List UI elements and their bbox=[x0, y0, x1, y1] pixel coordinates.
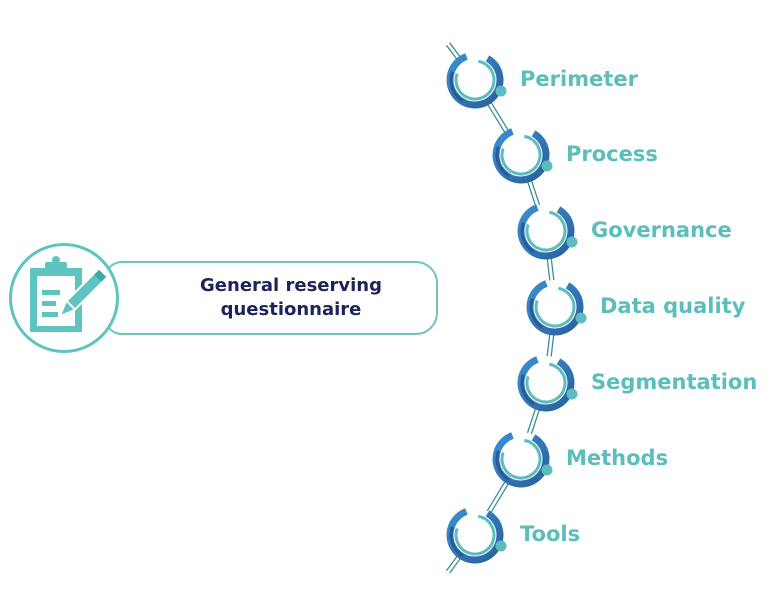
ring-shadow-arc bbox=[449, 71, 464, 103]
ring-inner-arc bbox=[500, 438, 542, 480]
ring-outer-arc bbox=[526, 280, 584, 336]
ring-dot bbox=[541, 160, 553, 172]
step-label-tools: Tools bbox=[520, 522, 581, 546]
ring-inner-arc bbox=[525, 362, 567, 404]
ring-shadow-arc bbox=[520, 222, 535, 254]
ring-shadow-arc bbox=[520, 374, 535, 406]
ring-shadow-arc bbox=[495, 146, 510, 178]
step-label-governance: Governance bbox=[591, 218, 732, 242]
ring-dot bbox=[575, 312, 587, 324]
ring-outer-arc bbox=[446, 508, 504, 564]
questionnaire-box: General reserving questionnaire bbox=[104, 261, 438, 335]
ring-outer-arc bbox=[492, 128, 550, 184]
ring-outer-arc bbox=[517, 204, 575, 260]
ring-dot bbox=[495, 85, 507, 97]
ring-outer-arc bbox=[517, 356, 575, 412]
ring-inner-arc bbox=[525, 210, 567, 252]
step-label-data-quality: Data quality bbox=[600, 294, 746, 318]
ring-inner-arc bbox=[534, 286, 576, 328]
ring-dot bbox=[541, 464, 553, 476]
clipboard-pencil-icon bbox=[9, 243, 119, 353]
step-label-segmentation: Segmentation bbox=[591, 370, 758, 394]
questionnaire-title: General reserving questionnaire bbox=[200, 275, 382, 320]
ring-shadow-arc bbox=[449, 526, 464, 558]
step-label-process: Process bbox=[566, 142, 658, 166]
step-label-perimeter: Perimeter bbox=[520, 67, 638, 91]
ring-outer-arc bbox=[446, 53, 504, 109]
ring-dot bbox=[495, 540, 507, 552]
ring-inner-arc bbox=[454, 59, 496, 101]
ring-shadow-arc bbox=[529, 298, 544, 330]
step-label-methods: Methods bbox=[566, 446, 669, 470]
ring-inner-arc bbox=[500, 134, 542, 176]
ring-shadow-arc bbox=[495, 450, 510, 482]
ring-dot bbox=[566, 236, 578, 248]
ring-outer-arc bbox=[492, 432, 550, 488]
ring-dot bbox=[566, 388, 578, 400]
ring-inner-arc bbox=[454, 514, 496, 556]
